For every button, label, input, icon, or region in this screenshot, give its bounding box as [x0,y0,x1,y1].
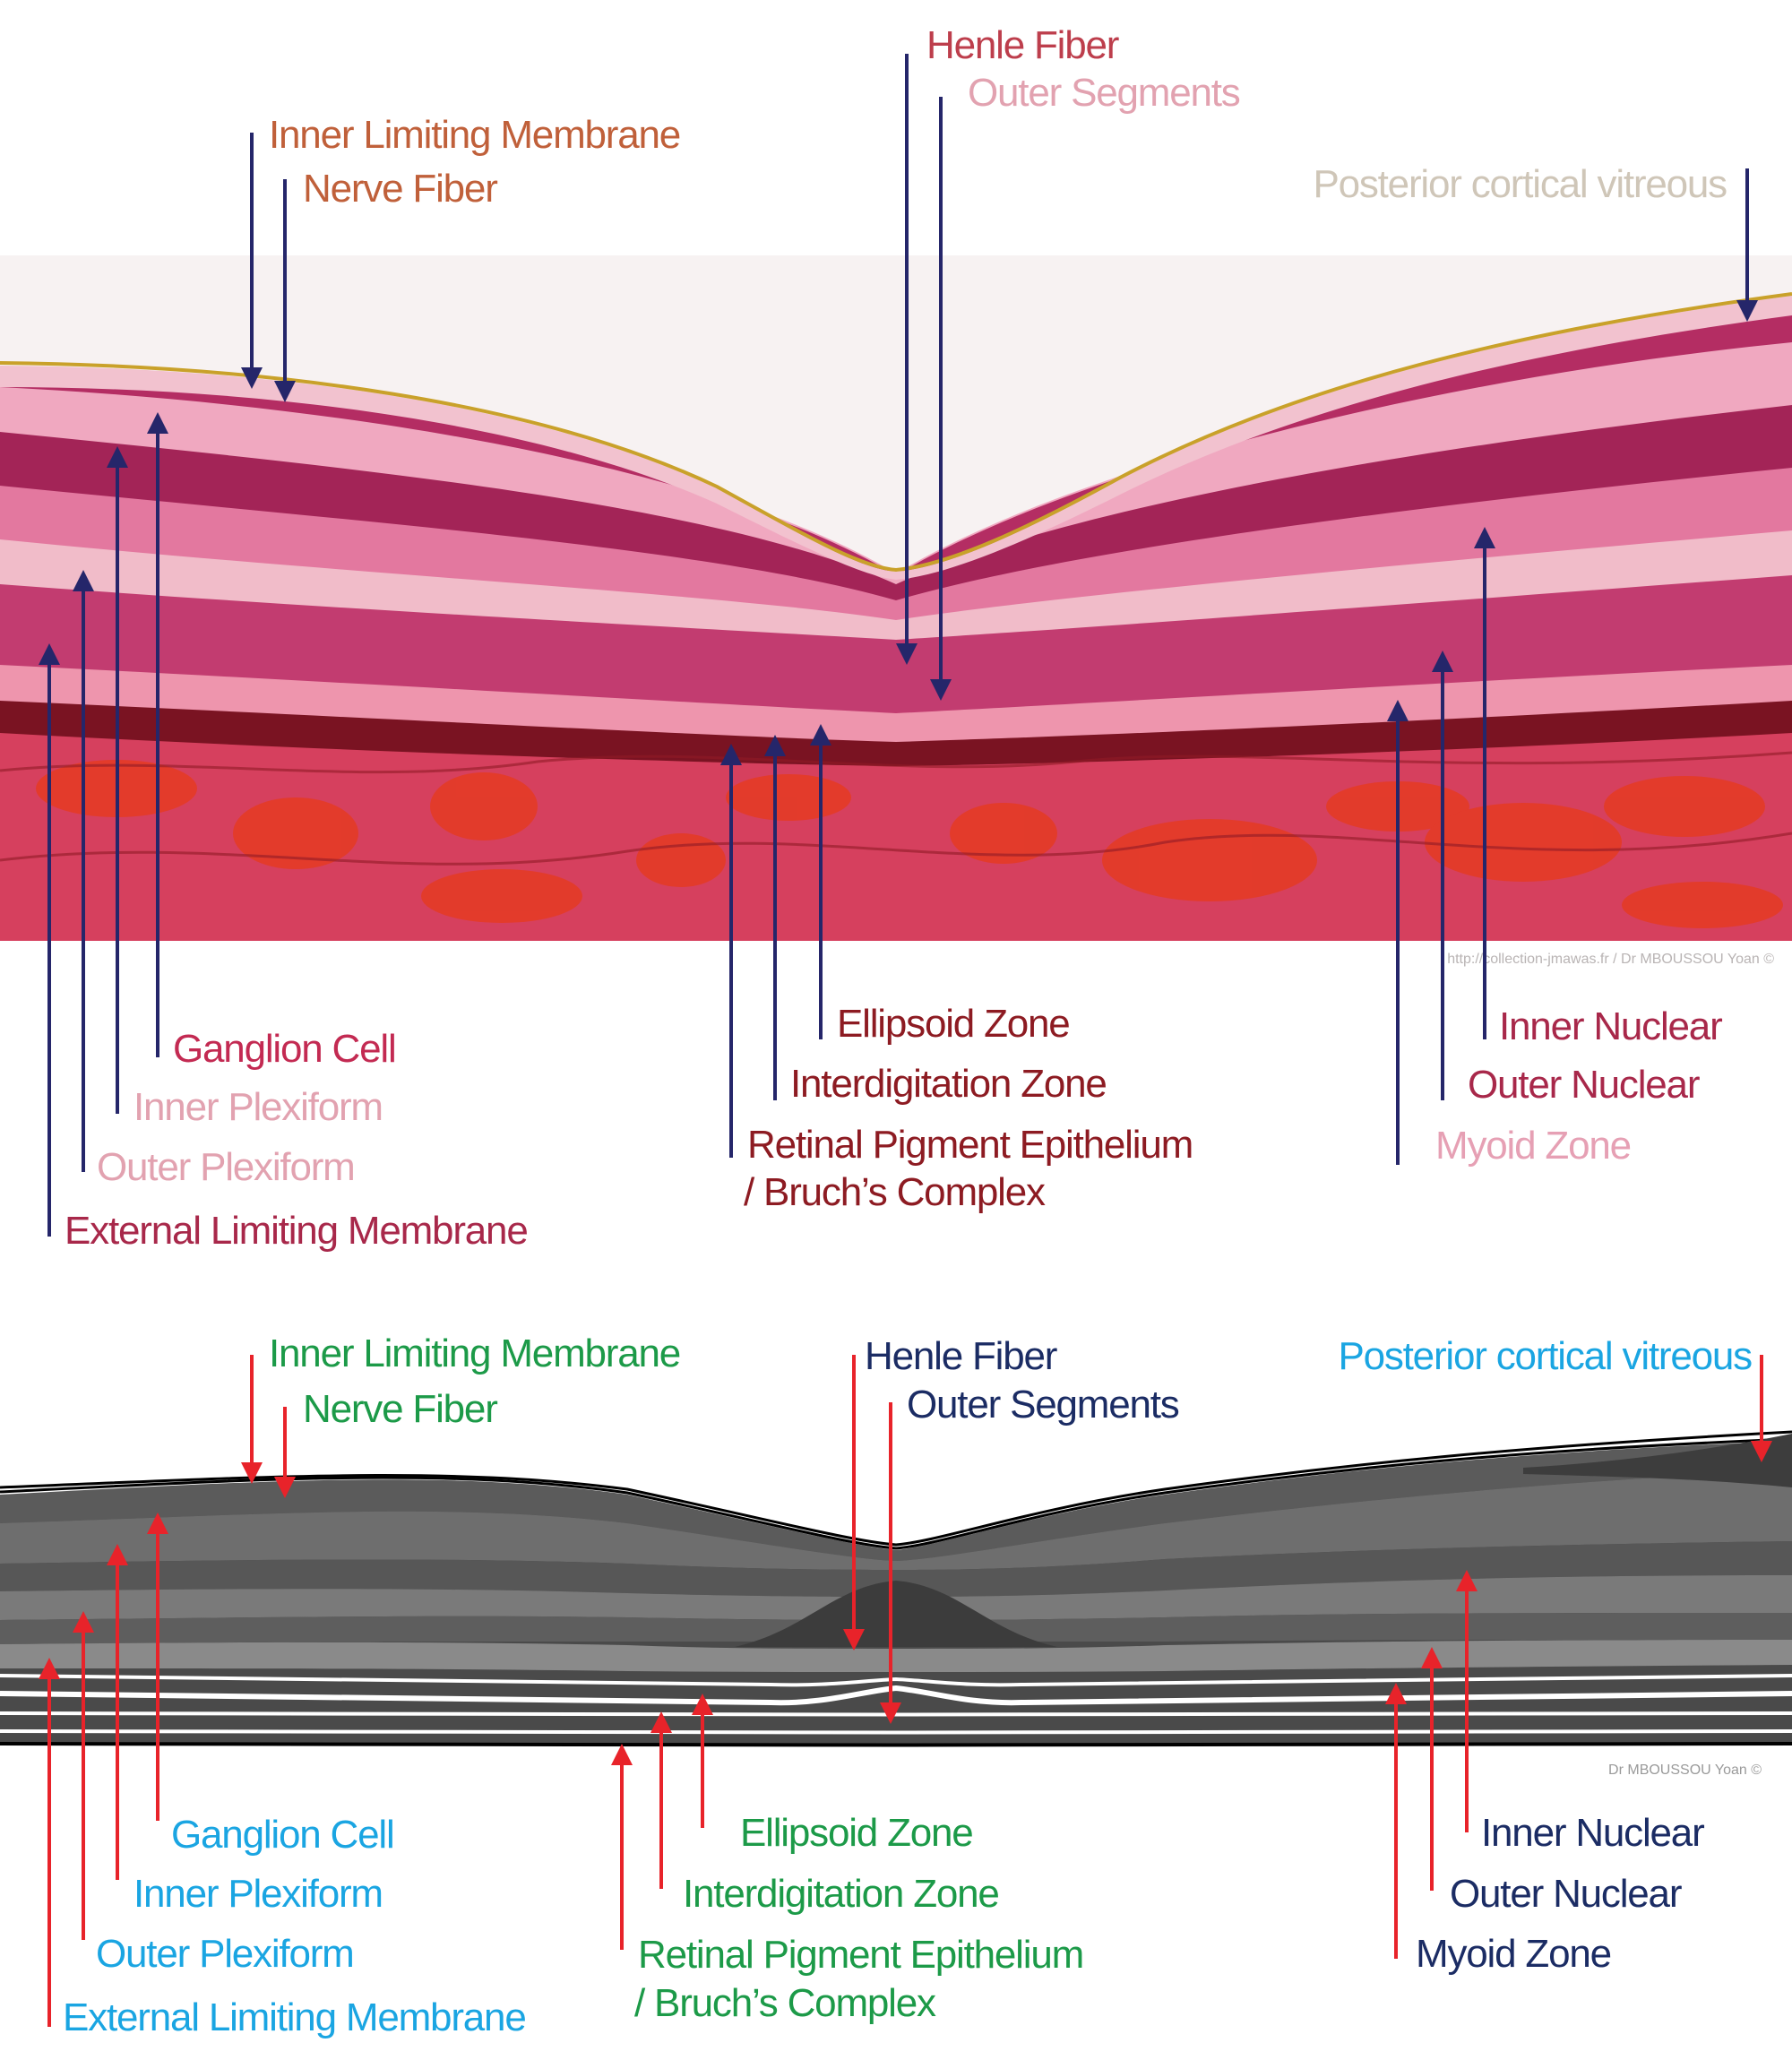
label-inl-top: Inner Nuclear [1499,1004,1722,1048]
schematic-henle-mound [735,1581,1057,1647]
schematic-credit: Dr MBOUSSOU Yoan © [1608,1763,1762,1778]
label-ipl-bottom: Inner Plexiform [134,1872,383,1916]
label-ganglion-bottom: Ganglion Cell [171,1813,394,1857]
label-henle-bottom: Henle Fiber [865,1334,1057,1378]
photoreceptor-band [0,663,1792,742]
schematic-iz-line [0,1711,1792,1717]
schematic-vitreous [1523,1434,1792,1487]
label-opl-bottom: Outer Plexiform [96,1932,354,1976]
nfl-band [0,296,1792,580]
schematic-arrows [39,1355,1772,2027]
schematic-elm-line [0,1674,1792,1687]
label-os-top: Outer Segments [968,71,1240,115]
label-ilm-top: Inner Limiting Membrane [269,113,680,157]
histology-labels: Inner Limiting Membrane Nerve Fiber Henl… [65,23,1727,1253]
label-nfl-bottom: Nerve Fiber [303,1387,497,1431]
label-myoid-bottom: Myoid Zone [1416,1932,1611,1976]
label-iz-bottom: Interdigitation Zone [683,1872,999,1916]
schematic-panel [0,1430,1792,1801]
ilm-line [0,292,1792,573]
label-myoid-top: Myoid Zone [1435,1124,1631,1168]
histology-panel [0,255,1792,941]
schematic-gcl [0,1470,1792,1570]
label-elm-top: External Limiting Membrane [65,1209,528,1253]
schematic-nfl [0,1441,1792,1561]
label-ilm-bottom: Inner Limiting Membrane [269,1332,680,1375]
label-ipl-top: Inner Plexiform [134,1085,383,1129]
inl-band [0,403,1792,600]
label-iz-top: Interdigitation Zone [790,1062,1107,1106]
label-nfl-top: Nerve Fiber [303,167,497,211]
schematic-bruch-line [0,1742,1792,1747]
label-vitreous-bottom: Posterior cortical vitreous [1338,1334,1752,1378]
rpe-band [0,699,1792,766]
label-rpe1-top: Retinal Pigment Epithelium [747,1123,1193,1167]
label-rpe2-top: / Bruch’s Complex [744,1170,1046,1214]
label-inl-bottom: Inner Nuclear [1481,1811,1704,1855]
label-elm-bottom: External Limiting Membrane [63,1995,526,2039]
label-ez-bottom: Ellipsoid Zone [740,1811,973,1855]
histology-credit: http://collection-jmawas.fr / Dr MBOUSSO… [1447,952,1774,967]
schematic-ez-line [0,1685,1792,1706]
label-ez-top: Ellipsoid Zone [837,1002,1070,1046]
schematic-rpe-line [0,1729,1792,1735]
henle-band [0,529,1792,640]
choroid-vessels [36,760,1783,928]
schematic-ilm-line [0,1437,1792,1550]
opl-band [0,466,1792,620]
label-henle-top: Henle Fiber [926,23,1119,67]
label-vitreous-top: Posterior cortical vitreous [1313,162,1727,206]
schematic-ipl [0,1541,1792,1597]
label-onl-top: Outer Nuclear [1468,1063,1700,1107]
schematic-below-rpe [0,1745,1792,1801]
label-rpe1-bottom: Retinal Pigment Epithelium [638,1933,1083,1977]
histology-arrows [39,54,1758,1237]
label-opl-top: Outer Plexiform [97,1145,355,1189]
label-ganglion-top: Ganglion Cell [173,1027,396,1071]
ipl-band [0,340,1792,584]
label-onl-bottom: Outer Nuclear [1450,1872,1682,1916]
schematic-labels: Inner Limiting Membrane Nerve Fiber Henl… [63,1332,1753,2039]
schematic-vitreous-line [0,1430,1792,1547]
label-rpe2-bottom: / Bruch’s Complex [634,1981,936,2025]
schematic-onl [0,1640,1792,1672]
label-os-bottom: Outer Segments [907,1383,1179,1426]
